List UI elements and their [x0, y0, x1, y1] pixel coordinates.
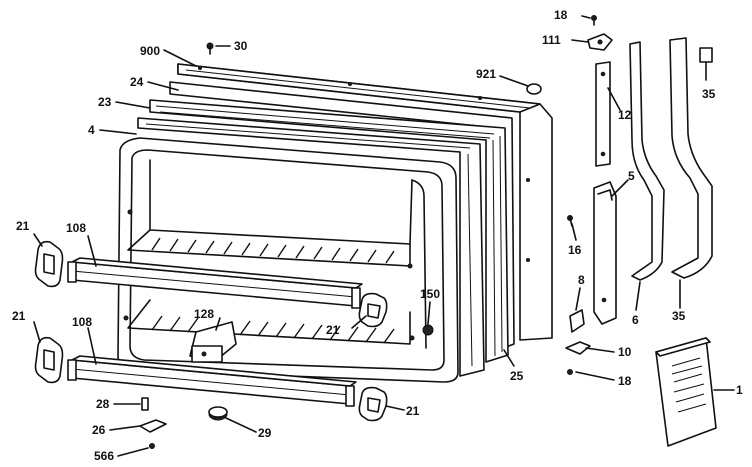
end-cap-lower-left [34, 336, 64, 384]
label-18-top: 18 [554, 8, 568, 22]
door-shelf-bar-lower [67, 355, 357, 407]
bracket-128 [189, 321, 237, 363]
part-labels: 900 30 24 23 4 921 18 111 35 12 5 16 21 … [12, 8, 743, 463]
door-shelf-bar-upper [67, 257, 363, 309]
handle-mount-5 [593, 181, 617, 325]
label-150: 150 [420, 287, 440, 301]
label-921: 921 [476, 67, 496, 81]
label-23: 23 [98, 95, 112, 109]
owners-manual-1 [655, 337, 717, 447]
label-16: 16 [568, 243, 582, 257]
label-111: 111 [542, 33, 561, 47]
bracket-8 [569, 309, 585, 333]
plug-921 [526, 83, 542, 95]
bumper-29 [208, 406, 228, 421]
door-handle-35 [669, 37, 713, 279]
screw-18-top [591, 15, 597, 26]
label-1: 1 [736, 383, 743, 397]
label-6: 6 [632, 313, 639, 327]
handle-insert-35 [699, 47, 713, 63]
label-21-upper-right: 21 [326, 323, 340, 337]
label-5: 5 [628, 169, 635, 183]
clip-28 [141, 397, 149, 411]
label-25: 25 [510, 369, 524, 383]
label-21-lower-left: 21 [12, 309, 26, 323]
label-4: 4 [88, 123, 95, 137]
label-35-top: 35 [702, 87, 716, 101]
label-28: 28 [96, 397, 110, 411]
label-900: 900 [140, 44, 160, 58]
handle-bracket-12 [595, 61, 611, 167]
screw-566 [149, 443, 155, 449]
label-21-upper-left: 21 [16, 219, 30, 233]
leader-lines [33, 15, 735, 457]
door-gasket [137, 81, 515, 377]
plug-150 [422, 324, 434, 336]
label-35-bottom: 35 [672, 309, 686, 323]
label-26: 26 [92, 423, 106, 437]
end-cap-upper-left [34, 240, 64, 288]
label-10: 10 [618, 345, 632, 359]
screw-18-bottom [567, 369, 573, 375]
label-30: 30 [234, 39, 248, 53]
label-29: 29 [258, 426, 272, 440]
hinge-111 [587, 33, 613, 51]
label-566: 566 [94, 449, 114, 463]
label-128: 128 [194, 307, 214, 321]
label-21-lower-right: 21 [406, 404, 420, 418]
end-cap-lower-right [358, 386, 388, 422]
outer-door-panel [177, 63, 553, 341]
screw-30 [206, 42, 214, 55]
end-cap-upper-right [358, 292, 388, 328]
door-handle-6 [629, 41, 665, 281]
label-24: 24 [130, 75, 144, 89]
inner-door-liner [117, 137, 459, 383]
plate-26 [139, 419, 167, 433]
label-8: 8 [578, 273, 585, 287]
label-108-lower: 108 [72, 315, 92, 329]
hinge-10 [565, 341, 591, 355]
label-18-bottom: 18 [618, 374, 632, 388]
label-108-upper: 108 [66, 221, 86, 235]
label-12: 12 [618, 108, 632, 122]
